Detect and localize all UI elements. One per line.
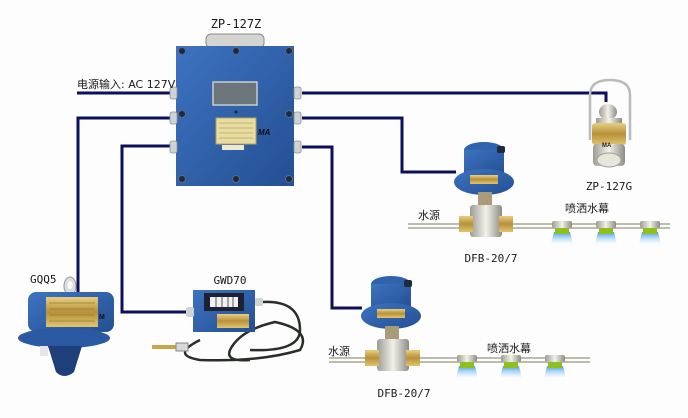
lower-curtain-label: 喷洒水幕 — [487, 341, 531, 355]
water-spray — [456, 366, 478, 378]
valve-dfb-lower[interactable] — [361, 276, 421, 371]
water-spray — [551, 232, 573, 244]
water-spray — [595, 232, 617, 244]
upper-curtain-label: 喷洒水幕 — [565, 201, 609, 215]
wire-to-zp127g — [302, 91, 608, 102]
lower-water-source-label: 水源 — [328, 344, 350, 358]
lower-nozzle — [500, 355, 522, 378]
sensor-gwd70[interactable] — [152, 290, 305, 362]
upper-water-source-label: 水源 — [418, 208, 440, 222]
upper-pipeline — [408, 221, 670, 244]
valve-dfb-upper[interactable] — [454, 142, 514, 237]
upper-nozzles — [551, 221, 661, 244]
power-input-label: 电源输入: AC 127V — [77, 77, 176, 91]
upper-nozzle — [639, 221, 661, 244]
lower-valve-model-label: DFB-20/7 — [378, 387, 431, 400]
wire-to-dfb-lower — [302, 145, 362, 310]
controller-zp127z[interactable]: MA — [169, 33, 302, 186]
upper-valve-model-label: DFB-20/7 — [465, 252, 518, 265]
lower-nozzle — [456, 355, 478, 378]
upper-nozzle — [595, 221, 617, 244]
water-spray — [639, 232, 661, 244]
controller-nameplate — [215, 117, 257, 145]
controller-display-window — [212, 81, 258, 106]
lower-nozzles — [456, 355, 566, 378]
controller-model-label: ZP-127Z — [211, 17, 262, 31]
gqq5-model-label: GQQ5 — [30, 273, 57, 286]
controller-ma-badge: MA — [258, 128, 271, 137]
water-spray — [500, 366, 522, 378]
wire-to-dfb-upper — [302, 116, 456, 174]
gqq5-m-badge: M — [99, 314, 105, 321]
sensor-ma-badge: MA — [602, 143, 612, 149]
upper-nozzle — [551, 221, 573, 244]
wires — [76, 91, 608, 314]
wire-to-gqq5 — [76, 116, 172, 292]
sensor-gqq5[interactable]: M — [18, 276, 114, 376]
lower-nozzle — [544, 355, 566, 378]
zp127g-model-label: ZP-127G — [586, 180, 632, 193]
wire-to-gwd70 — [120, 144, 190, 314]
gwd70-model-label: GWD70 — [213, 274, 246, 287]
sensor-zp127g[interactable]: MA — [588, 78, 632, 168]
water-spray — [544, 366, 566, 378]
